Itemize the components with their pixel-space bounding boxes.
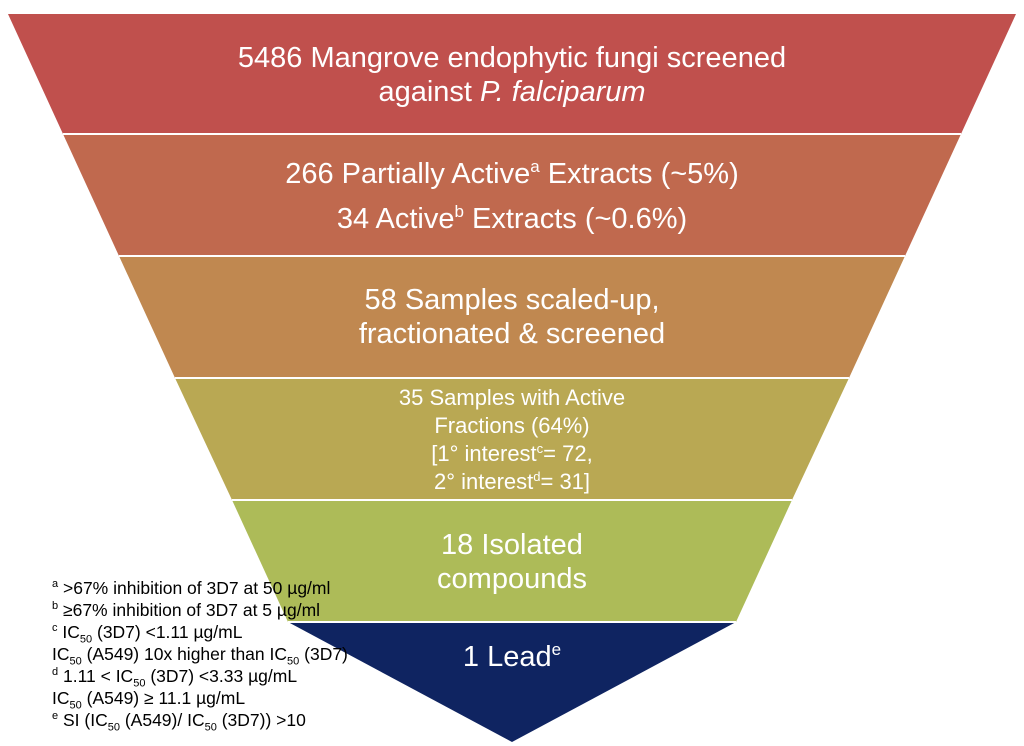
layer-6-band [288, 622, 736, 742]
layer-1-line-1: 5486 Mangrove endophytic fungi screened [238, 42, 786, 74]
footnote-d-2: IC50 (A549) ≥ 11.1 µg/mL [52, 688, 246, 712]
layer-4-band [175, 378, 849, 500]
layer-4-line-2: Fractions (64%) [434, 413, 589, 438]
layer-3-line-1: 58 Samples scaled-up, [365, 284, 660, 316]
layer-3-band [119, 256, 905, 378]
layer-1-band [8, 14, 1016, 134]
layer-4-line-3: [1° interestc= 72, [431, 441, 592, 466]
layer-2-line-2: 34 Activeb Extracts (~0.6%) [337, 202, 687, 235]
footnotes: a >67% inhibition of 3D7 at 50 µg/ml b ≥… [52, 577, 348, 734]
layer-5-band [232, 500, 792, 622]
footnote-e: e SI (IC50 (A549)/ IC50 (3D7)) >10 [52, 710, 306, 734]
footnote-c-1: c IC50 (3D7) <1.11 µg/mL [52, 622, 243, 646]
separator-lines [63, 133, 961, 623]
layer-1-line-2: against P. falciparum [378, 76, 645, 108]
footnote-a: a >67% inhibition of 3D7 at 50 µg/ml [52, 578, 331, 598]
footnote-c-2: IC50 (A549) 10x higher than IC50 (3D7) [52, 644, 348, 668]
layer-6-label: 1 Leade [463, 640, 561, 673]
layer-4-line-1: 35 Samples with Active [399, 385, 625, 410]
layer-3-line-2: fractionated & screened [359, 318, 665, 350]
layer-5-line-2: compounds [437, 563, 587, 595]
layer-5-line-1: 18 Isolated [441, 529, 583, 561]
layer-4-line-4: 2° interestd= 31] [434, 469, 590, 494]
layer-2-band [63, 134, 961, 256]
layer-2-line-1: 266 Partially Activea Extracts (~5%) [285, 157, 739, 190]
footnote-b: b ≥67% inhibition of 3D7 at 5 µg/ml [52, 600, 321, 620]
footnote-d-1: d 1.11 < IC50 (3D7) <3.33 µg/mL [52, 666, 298, 690]
